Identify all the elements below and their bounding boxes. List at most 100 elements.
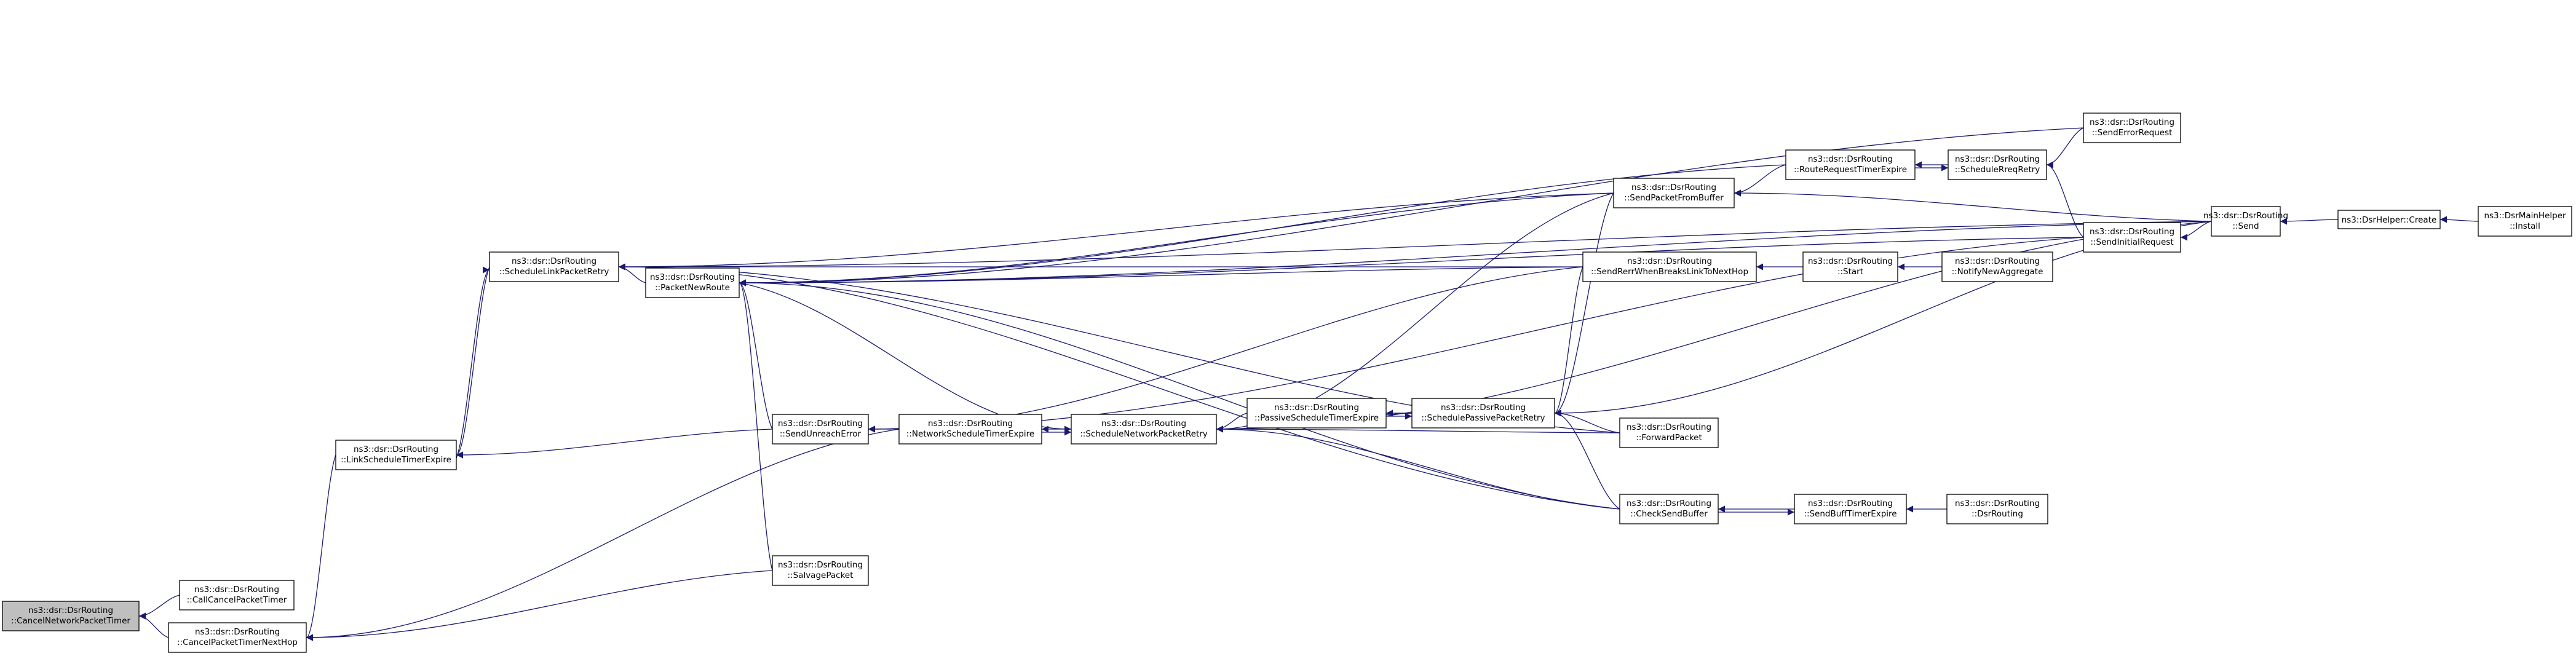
edge-sir-to-srr (2046, 161, 2084, 238)
node-root[interactable]: ns3::dsr::DsrRouting::CancelNetworkPacke… (2, 601, 140, 631)
node-nste[interactable]: ns3::dsr::DsrRouting::NetworkScheduleTim… (898, 414, 1042, 445)
node-box (1411, 398, 1555, 429)
edge-dhc-to-send (2280, 218, 2339, 225)
node-box (898, 414, 1042, 445)
node-box (1619, 494, 1719, 524)
node-lste[interactable]: ns3::dsr::DsrRouting::LinkScheduleTimerE… (335, 440, 457, 470)
node-srwb[interactable]: ns3::dsr::DsrRouting::SendRerrWhenBreaks… (1582, 251, 1757, 282)
node-label: ::SalvagePacket (788, 571, 854, 580)
node-box (1785, 149, 1916, 180)
node-box (1071, 414, 1217, 445)
node-sp[interactable]: ns3::dsr::DsrRouting::SalvagePacket (772, 555, 869, 586)
node-label: ns3::dsr::DsrRouting (1808, 499, 1893, 508)
node-label: ns3::dsr::DsrRouting (778, 560, 863, 570)
edge-srwb-to-pnr (739, 266, 1583, 287)
node-label: ns3::dsr::DsrRouting (778, 419, 863, 429)
node-box (2083, 113, 2181, 143)
node-label: ns3::dsr::DsrRouting (195, 627, 280, 637)
edge-send-to-sir (2180, 221, 2212, 241)
node-label: ns3::dsr::DsrRouting (1808, 154, 1893, 164)
node-dsrr[interactable]: ns3::dsr::DsrRouting::DsrRouting (1946, 494, 2048, 524)
node-label: ns3::dsr::DsrRouting (28, 606, 113, 615)
edge-pnr-to-slpr (618, 263, 646, 283)
node-snpr[interactable]: ns3::dsr::DsrRouting::ScheduleNetworkPac… (1071, 414, 1217, 445)
node-label: ::SendErrorRequest (2092, 128, 2173, 138)
node-box (1802, 251, 1898, 282)
node-label: ns3::dsr::DsrRouting (194, 585, 279, 595)
node-dhc[interactable]: ns3::DsrHelper::Create (2337, 210, 2441, 229)
node-box (1946, 494, 2048, 524)
node-label: ::CallCancelPacketTimer (187, 595, 287, 605)
node-sir[interactable]: ns3::dsr::DsrRouting::SendInitialRequest (2083, 222, 2181, 253)
node-box (1794, 494, 1907, 524)
node-csb[interactable]: ns3::dsr::DsrRouting::CheckSendBuffer (1619, 494, 1719, 524)
edge-nste-to-cptnh (306, 429, 900, 641)
node-label: ::SendBuffTimerExpire (1804, 509, 1896, 519)
node-spfb[interactable]: ns3::dsr::DsrRouting::SendPacketFromBuff… (1613, 178, 1735, 208)
edge-send-to-pnr (739, 221, 2212, 287)
node-pste[interactable]: ns3::dsr::DsrRouting::PassiveScheduleTim… (1246, 398, 1387, 429)
edge-spfb-to-slpr (618, 192, 1614, 271)
node-ccpt[interactable]: ns3::dsr::DsrRouting::CallCancelPacketTi… (179, 580, 295, 611)
node-box (2478, 206, 2572, 237)
node-box (2337, 210, 2441, 229)
node-dmhi[interactable]: ns3::DsrMainHelper::Install (2478, 206, 2572, 237)
node-srr[interactable]: ns3::dsr::DsrRouting::ScheduleRreqRetry (1948, 149, 2047, 180)
edge-rrte-to-spfb (1734, 164, 1786, 197)
node-label: ::PassiveScheduleTimerExpire (1254, 413, 1379, 423)
node-rrte[interactable]: ns3::dsr::DsrRouting::RouteRequestTimerE… (1785, 149, 1916, 180)
node-label: ::NotifyNewAggregate (1952, 267, 2043, 277)
edge-ccpt-to-root (138, 595, 180, 620)
node-fp[interactable]: ns3::dsr::DsrRouting::ForwardPacket (1619, 417, 1719, 448)
node-box (2, 601, 140, 631)
edge-sue-to-pnr (739, 279, 773, 430)
edge-fp-to-sppr (1554, 409, 1620, 433)
node-label: ::CancelPacketTimerNextHop (177, 638, 298, 647)
node-label: ns3::dsr::DsrRouting (1627, 256, 1712, 266)
node-box (1941, 251, 2053, 282)
node-label: ::SchedulePassivePacketRetry (1421, 413, 1545, 423)
edge-ser-to-pnr (739, 127, 2084, 287)
node-label: ::ScheduleNetworkPacketRetry (1080, 429, 1208, 439)
edge-csb-to-sppr (1554, 409, 1620, 510)
node-label: ::NetworkScheduleTimerExpire (906, 429, 1035, 439)
node-send[interactable]: ns3::dsr::DsrRouting::Send (2203, 206, 2288, 237)
edge-rrte-to-pnr (739, 164, 1786, 287)
node-box (645, 267, 740, 298)
node-cptnh[interactable]: ns3::dsr::DsrRouting::CancelPacketTimerN… (168, 622, 307, 653)
node-box (335, 440, 457, 470)
node-box (2083, 222, 2181, 253)
node-box (1613, 178, 1735, 208)
edge-dmhi-to-dhc (2439, 216, 2479, 223)
node-label: ns3::DsrMainHelper (2484, 211, 2566, 221)
node-box (1582, 251, 1757, 282)
node-label: ::DsrRouting (1972, 509, 2023, 519)
node-box (1246, 398, 1387, 429)
node-nna[interactable]: ns3::dsr::DsrRouting::NotifyNewAggregate (1941, 251, 2053, 282)
node-box (168, 622, 307, 653)
node-label: ns3::dsr::DsrRouting (1955, 256, 2040, 266)
node-label: ns3::dsr::DsrRouting (1627, 499, 1711, 508)
node-label: ::ForwardPacket (1636, 433, 1702, 443)
node-sbte[interactable]: ns3::dsr::DsrRouting::SendBuffTimerExpir… (1794, 494, 1907, 524)
node-pnr[interactable]: ns3::dsr::DsrRouting::PacketNewRoute (645, 267, 740, 298)
node-sue[interactable]: ns3::dsr::DsrRouting::SendUnreachError (772, 414, 869, 445)
edge-spfb-to-sppr (1554, 192, 1614, 417)
node-label: ns3::dsr::DsrRouting (1101, 419, 1186, 429)
node-label: ns3::dsr::DsrRouting (1955, 154, 2040, 164)
edge-sp-to-cptnh (306, 570, 773, 641)
node-label: ns3::dsr::DsrRouting (2203, 211, 2288, 221)
node-sppr[interactable]: ns3::dsr::DsrRouting::SchedulePassivePac… (1411, 398, 1555, 429)
edge-srwb-to-sppr (1554, 266, 1583, 417)
node-start[interactable]: ns3::dsr::DsrRouting::Start (1802, 251, 1898, 282)
edge-csb-to-snpr (1216, 425, 1620, 510)
node-label: ::SendInitialRequest (2090, 237, 2173, 247)
node-label: ::Install (2510, 221, 2540, 231)
node-slpr[interactable]: ns3::dsr::DsrRouting::ScheduleLinkPacket… (489, 251, 619, 282)
edge-lste-to-slpr (456, 266, 490, 459)
node-label: ::CheckSendBuffer (1630, 509, 1708, 519)
node-box (179, 580, 295, 611)
node-label: ns3::dsr::DsrRouting (1274, 403, 1359, 413)
node-ser[interactable]: ns3::dsr::DsrRouting::SendErrorRequest (2083, 113, 2181, 143)
